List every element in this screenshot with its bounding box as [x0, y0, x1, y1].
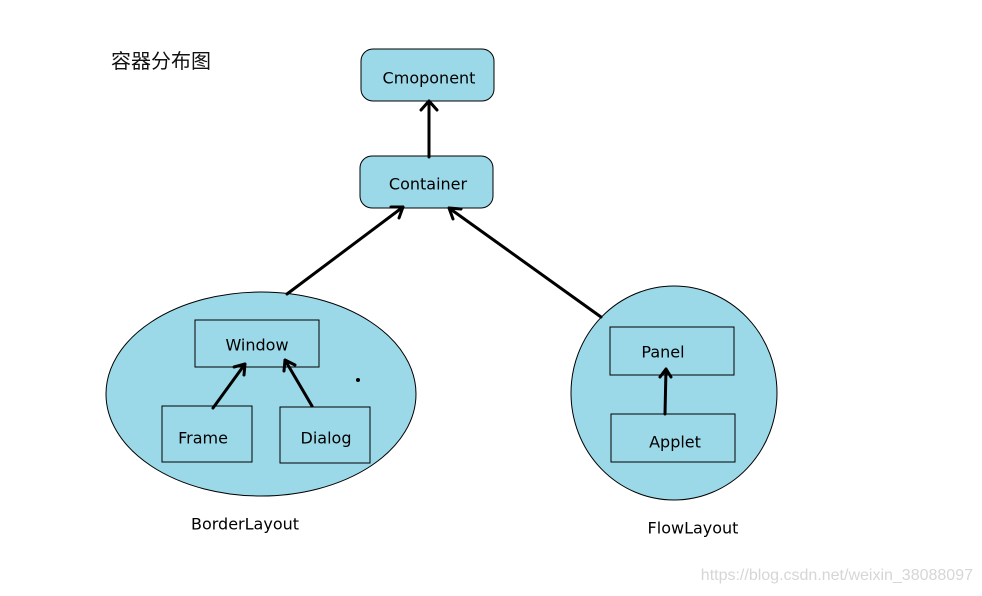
panel-box [609, 326, 735, 376]
border-layout-label: BorderLayout [190, 514, 300, 534]
arrow-dialog-to-window [282, 358, 314, 408]
arrow-container-to-cmoponent [419, 99, 439, 159]
arrow-flowlayout-to-container [447, 206, 603, 319]
container-box [359, 155, 494, 209]
panel-label: Panel [641, 342, 685, 362]
window-label: Window [225, 335, 289, 355]
dialog-label: Dialog [300, 428, 352, 448]
arrow-applet-to-panel [658, 367, 673, 416]
frame-label: Frame [178, 428, 228, 448]
flow-layout-label: FlowLayout [647, 518, 739, 538]
cmoponent-label: Cmoponent [382, 68, 476, 88]
applet-box [610, 413, 736, 463]
arrow-borderlayout-to-container [285, 205, 405, 296]
applet-label: Applet [649, 432, 701, 452]
stray-dot [356, 378, 360, 382]
frame-box [161, 405, 253, 463]
dialog-box [279, 406, 371, 464]
arrow-frame-to-window [211, 362, 247, 410]
container-label: Container [388, 174, 468, 194]
watermark-text: https://blog.csdn.net/weixin_38088097 [700, 567, 973, 584]
window-box [194, 319, 320, 368]
diagram-title: 容器分布图 [111, 49, 211, 73]
